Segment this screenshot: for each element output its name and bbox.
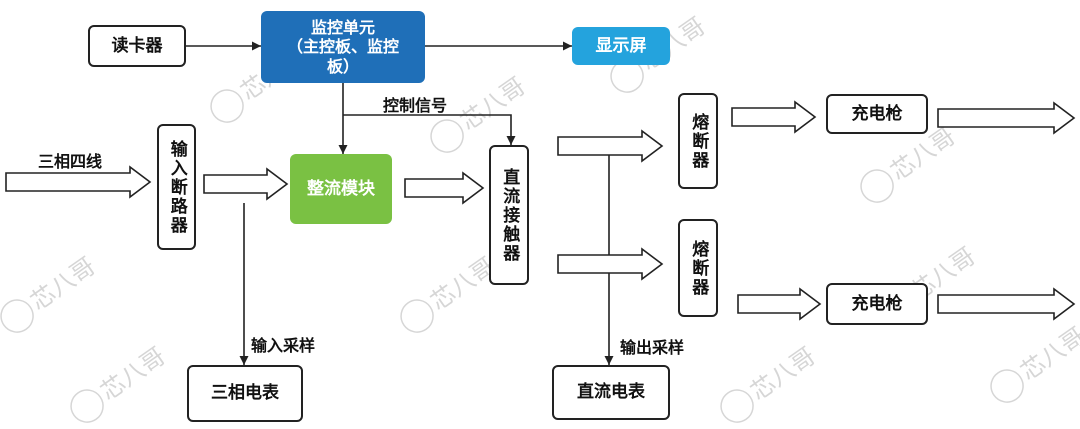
- watermark-logo-icon: [400, 299, 434, 333]
- rectifier-module-box: 整流模块: [290, 154, 392, 224]
- fuse-top-box: 熔断器: [678, 93, 718, 189]
- watermark-logo-icon: [0, 299, 34, 333]
- monitor-to-rectifier-line-head: [338, 145, 348, 154]
- three-phase-four-wire-label: 三相四线: [38, 152, 103, 171]
- input-sampling-label: 输入采样: [251, 336, 316, 355]
- charging-gun-top-box: 充电枪: [826, 94, 928, 134]
- control-signal-line: [343, 114, 512, 145]
- card-reader-to-monitor-line-head: [252, 41, 261, 51]
- gun-bottom-output-arrow: [937, 287, 1076, 321]
- fuse-bottom-to-gun-arrow: [737, 287, 822, 321]
- watermark-logo-icon: [70, 389, 104, 423]
- breaker-to-rectifier-arrow: [203, 167, 289, 201]
- watermark-logo-icon: [210, 89, 244, 123]
- monitor-to-display-line-head: [563, 41, 572, 51]
- input-breaker-box: 输入断路器: [157, 124, 196, 250]
- watermark-logo-icon: [990, 369, 1024, 403]
- watermark-logo-icon: [720, 389, 754, 423]
- fuse-top-to-gun-arrow: [731, 100, 817, 134]
- fuse-bottom-box: 熔断器: [678, 219, 718, 317]
- input-sampling-line-head: [239, 356, 249, 365]
- control-signal-line-head: [506, 136, 516, 145]
- rectifier-to-contactor-arrow: [404, 171, 485, 205]
- watermark-logo-icon: [860, 169, 894, 203]
- dc-contactor-box: 直流接触器: [489, 145, 529, 285]
- display-box: 显示屏: [572, 27, 670, 65]
- gun-top-output-arrow: [937, 101, 1076, 135]
- watermark-logo-icon: [430, 119, 464, 153]
- card-reader-box: 读卡器: [88, 25, 186, 67]
- control-signal-label: 控制信号: [383, 96, 448, 115]
- three-phase-meter-box: 三相电表: [187, 365, 303, 422]
- monitor-unit-box: 监控单元 （主控板、监控 板）: [261, 11, 425, 83]
- charging-gun-bottom-box: 充电枪: [826, 283, 928, 325]
- output-sampling-label: 输出采样: [620, 338, 685, 357]
- contactor-to-fuse-bottom-arrow: [557, 247, 664, 281]
- contactor-to-fuse-top-arrow: [557, 129, 664, 163]
- three-phase-input-arrow: [5, 165, 152, 199]
- dc-meter-box: 直流电表: [552, 365, 670, 420]
- output-sampling-line-head: [604, 356, 614, 365]
